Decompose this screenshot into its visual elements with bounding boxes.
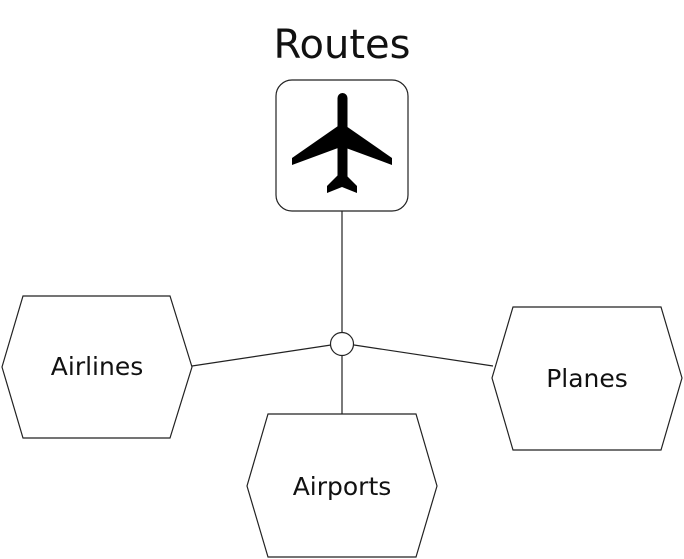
- airlines-node[interactable]: Airlines: [1, 295, 193, 439]
- junction-node[interactable]: [329, 331, 355, 357]
- edge-junction-airlines: [191, 344, 332, 367]
- airlines-node-shape[interactable]: [1, 295, 193, 439]
- planes-node-shape[interactable]: [491, 306, 683, 451]
- airports-node-label: Airports: [293, 472, 392, 501]
- edge-junction-planes: [353, 344, 494, 367]
- routes-node[interactable]: [275, 79, 409, 212]
- planes-node-label: Planes: [546, 364, 628, 393]
- airports-node[interactable]: Airports: [246, 413, 438, 558]
- airplane-icon: [292, 93, 392, 193]
- planes-node[interactable]: Planes: [491, 306, 683, 451]
- diagram-title: Routes: [274, 22, 411, 68]
- airports-node-shape[interactable]: [246, 413, 438, 558]
- airlines-node-label: Airlines: [51, 352, 143, 381]
